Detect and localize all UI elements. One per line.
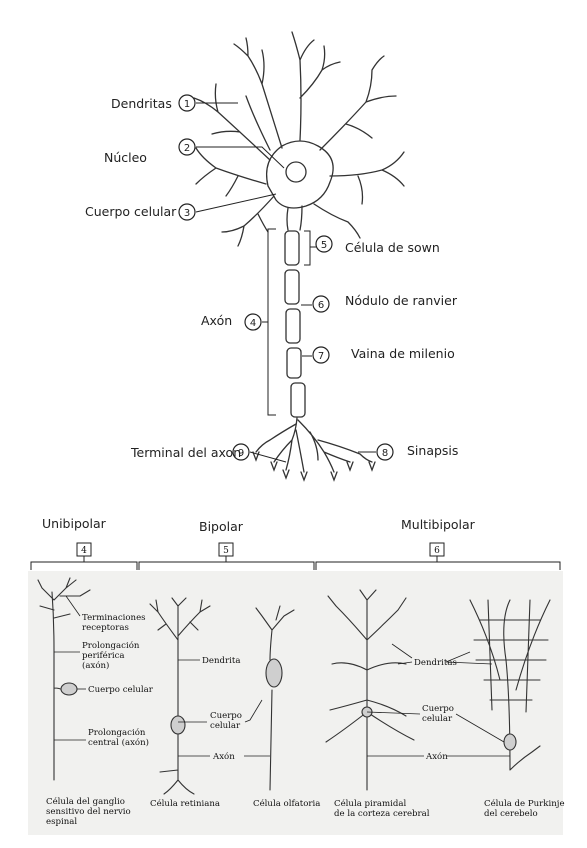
label-cuerpo-celular-1: Cuerpo celular xyxy=(88,685,154,695)
type-illustrations xyxy=(37,577,551,795)
caption-ganglio-3: espinal xyxy=(46,817,77,827)
label-sinapsis: Sinapsis xyxy=(407,443,458,458)
myelin-segment xyxy=(285,308,301,344)
number-3: 3 xyxy=(184,208,190,219)
myelin-segment xyxy=(290,382,306,418)
label-axon: Axón xyxy=(212,751,235,762)
myelin-segment xyxy=(284,230,300,266)
label-cuerpo-celular-3b: celular xyxy=(422,714,453,724)
type-brackets xyxy=(30,556,561,570)
caption-piramidal-2: de la corteza cerebral xyxy=(334,809,430,819)
number-8: 8 xyxy=(382,448,388,459)
circle-5 xyxy=(315,235,333,253)
number-circles xyxy=(178,94,394,461)
type-multibipolar: Multibipolar xyxy=(401,517,476,532)
dendrite-branches xyxy=(193,31,405,247)
caption-piramidal-1: Célula piramidal xyxy=(334,798,407,809)
circle-3 xyxy=(178,203,196,221)
label-terminaciones-1: Terminaciones xyxy=(82,613,146,623)
label-cuerpo-celular-2b: celular xyxy=(210,721,241,731)
label-prolong-central-2: central (axón) xyxy=(88,737,149,748)
box-4: 4 xyxy=(81,546,87,556)
label-prolong-perif-3: (axón) xyxy=(82,660,109,671)
label-terminal-axon: Terminal del axon xyxy=(130,445,241,460)
label-dendrita: Dendrita xyxy=(202,656,240,666)
label-cuerpo-celular: Cuerpo celular xyxy=(85,204,177,219)
type-leaders xyxy=(54,595,510,757)
label-vaina-milenio: Vaina de milenio xyxy=(351,346,455,361)
olfactory-soma xyxy=(265,658,283,688)
type-bipolar: Bipolar xyxy=(199,519,244,534)
number-4: 4 xyxy=(250,318,256,329)
number-2: 2 xyxy=(184,143,190,154)
label-cuerpo-celular-2a: Cuerpo xyxy=(210,711,242,721)
label-cuerpo-celular-3a: Cuerpo xyxy=(422,704,454,714)
purkinje-soma xyxy=(503,733,517,751)
circle-6 xyxy=(312,295,330,313)
caption-purkinje-1: Célula de Purkinje xyxy=(484,798,565,809)
unipolar-cell xyxy=(37,577,91,781)
retinal-cell xyxy=(149,597,211,795)
label-dendritas: Dendritas xyxy=(111,96,172,111)
circle-9 xyxy=(232,443,250,461)
schwann-bracket xyxy=(304,230,316,266)
number-6: 6 xyxy=(318,300,324,311)
neuron-illustration xyxy=(193,31,405,482)
box-6: 6 xyxy=(434,546,440,556)
type-unibipolar: Unibipolar xyxy=(42,516,107,531)
label-terminaciones-2: receptoras xyxy=(82,623,129,633)
soma-outline xyxy=(265,140,334,209)
circle-4 xyxy=(244,313,262,331)
caption-retiniana: Célula retiniana xyxy=(150,798,220,809)
label-prolong-perif-2: periférica xyxy=(82,650,125,661)
types-panel xyxy=(28,571,563,835)
label-axon-2: Axón xyxy=(425,751,448,762)
leader-2 xyxy=(196,146,285,169)
myelin-segment xyxy=(284,269,300,305)
label-prolong-perif-1: Prolongación xyxy=(82,640,140,651)
retinal-soma xyxy=(170,715,186,735)
purkinje-cell xyxy=(469,599,551,771)
circle-2 xyxy=(178,138,196,156)
label-celula-sown: Célula de sown xyxy=(345,240,440,255)
pyramidal-cell xyxy=(325,589,415,791)
type-boxes xyxy=(76,542,445,557)
caption-purkinje-2: del cerebelo xyxy=(484,809,538,819)
leader-3 xyxy=(195,193,277,213)
circle-8 xyxy=(376,443,394,461)
circle-1 xyxy=(178,94,196,112)
label-nucleo: Núcleo xyxy=(104,150,147,165)
olfactory-cell xyxy=(255,605,295,791)
nucleus xyxy=(285,161,307,183)
terminal-buttons xyxy=(252,451,376,482)
leader-9 xyxy=(249,451,287,463)
number-1: 1 xyxy=(184,99,190,110)
number-7: 7 xyxy=(318,351,324,362)
axon-terminals xyxy=(255,417,373,473)
number-9: 9 xyxy=(238,448,244,459)
label-nodulo-ranvier: Nódulo de ranvier xyxy=(345,293,458,308)
label-prolong-central-1: Prolongación xyxy=(88,727,146,738)
axon-hillock xyxy=(286,205,303,231)
myelin-segment xyxy=(286,347,302,379)
circle-7 xyxy=(312,346,330,364)
unipolar-soma xyxy=(60,682,78,696)
neuron-leaders xyxy=(195,102,376,463)
label-axon: Axón xyxy=(201,313,232,328)
caption-olfatoria: Célula olfatoria xyxy=(253,798,320,809)
caption-ganglio-2: sensitivo del nervio xyxy=(46,807,131,817)
caption-ganglio-1: Célula del ganglio xyxy=(46,796,125,807)
axon-bracket xyxy=(267,228,276,416)
label-dendritas: Dendritas xyxy=(414,658,457,668)
number-5: 5 xyxy=(321,240,327,251)
box-5: 5 xyxy=(223,546,229,556)
